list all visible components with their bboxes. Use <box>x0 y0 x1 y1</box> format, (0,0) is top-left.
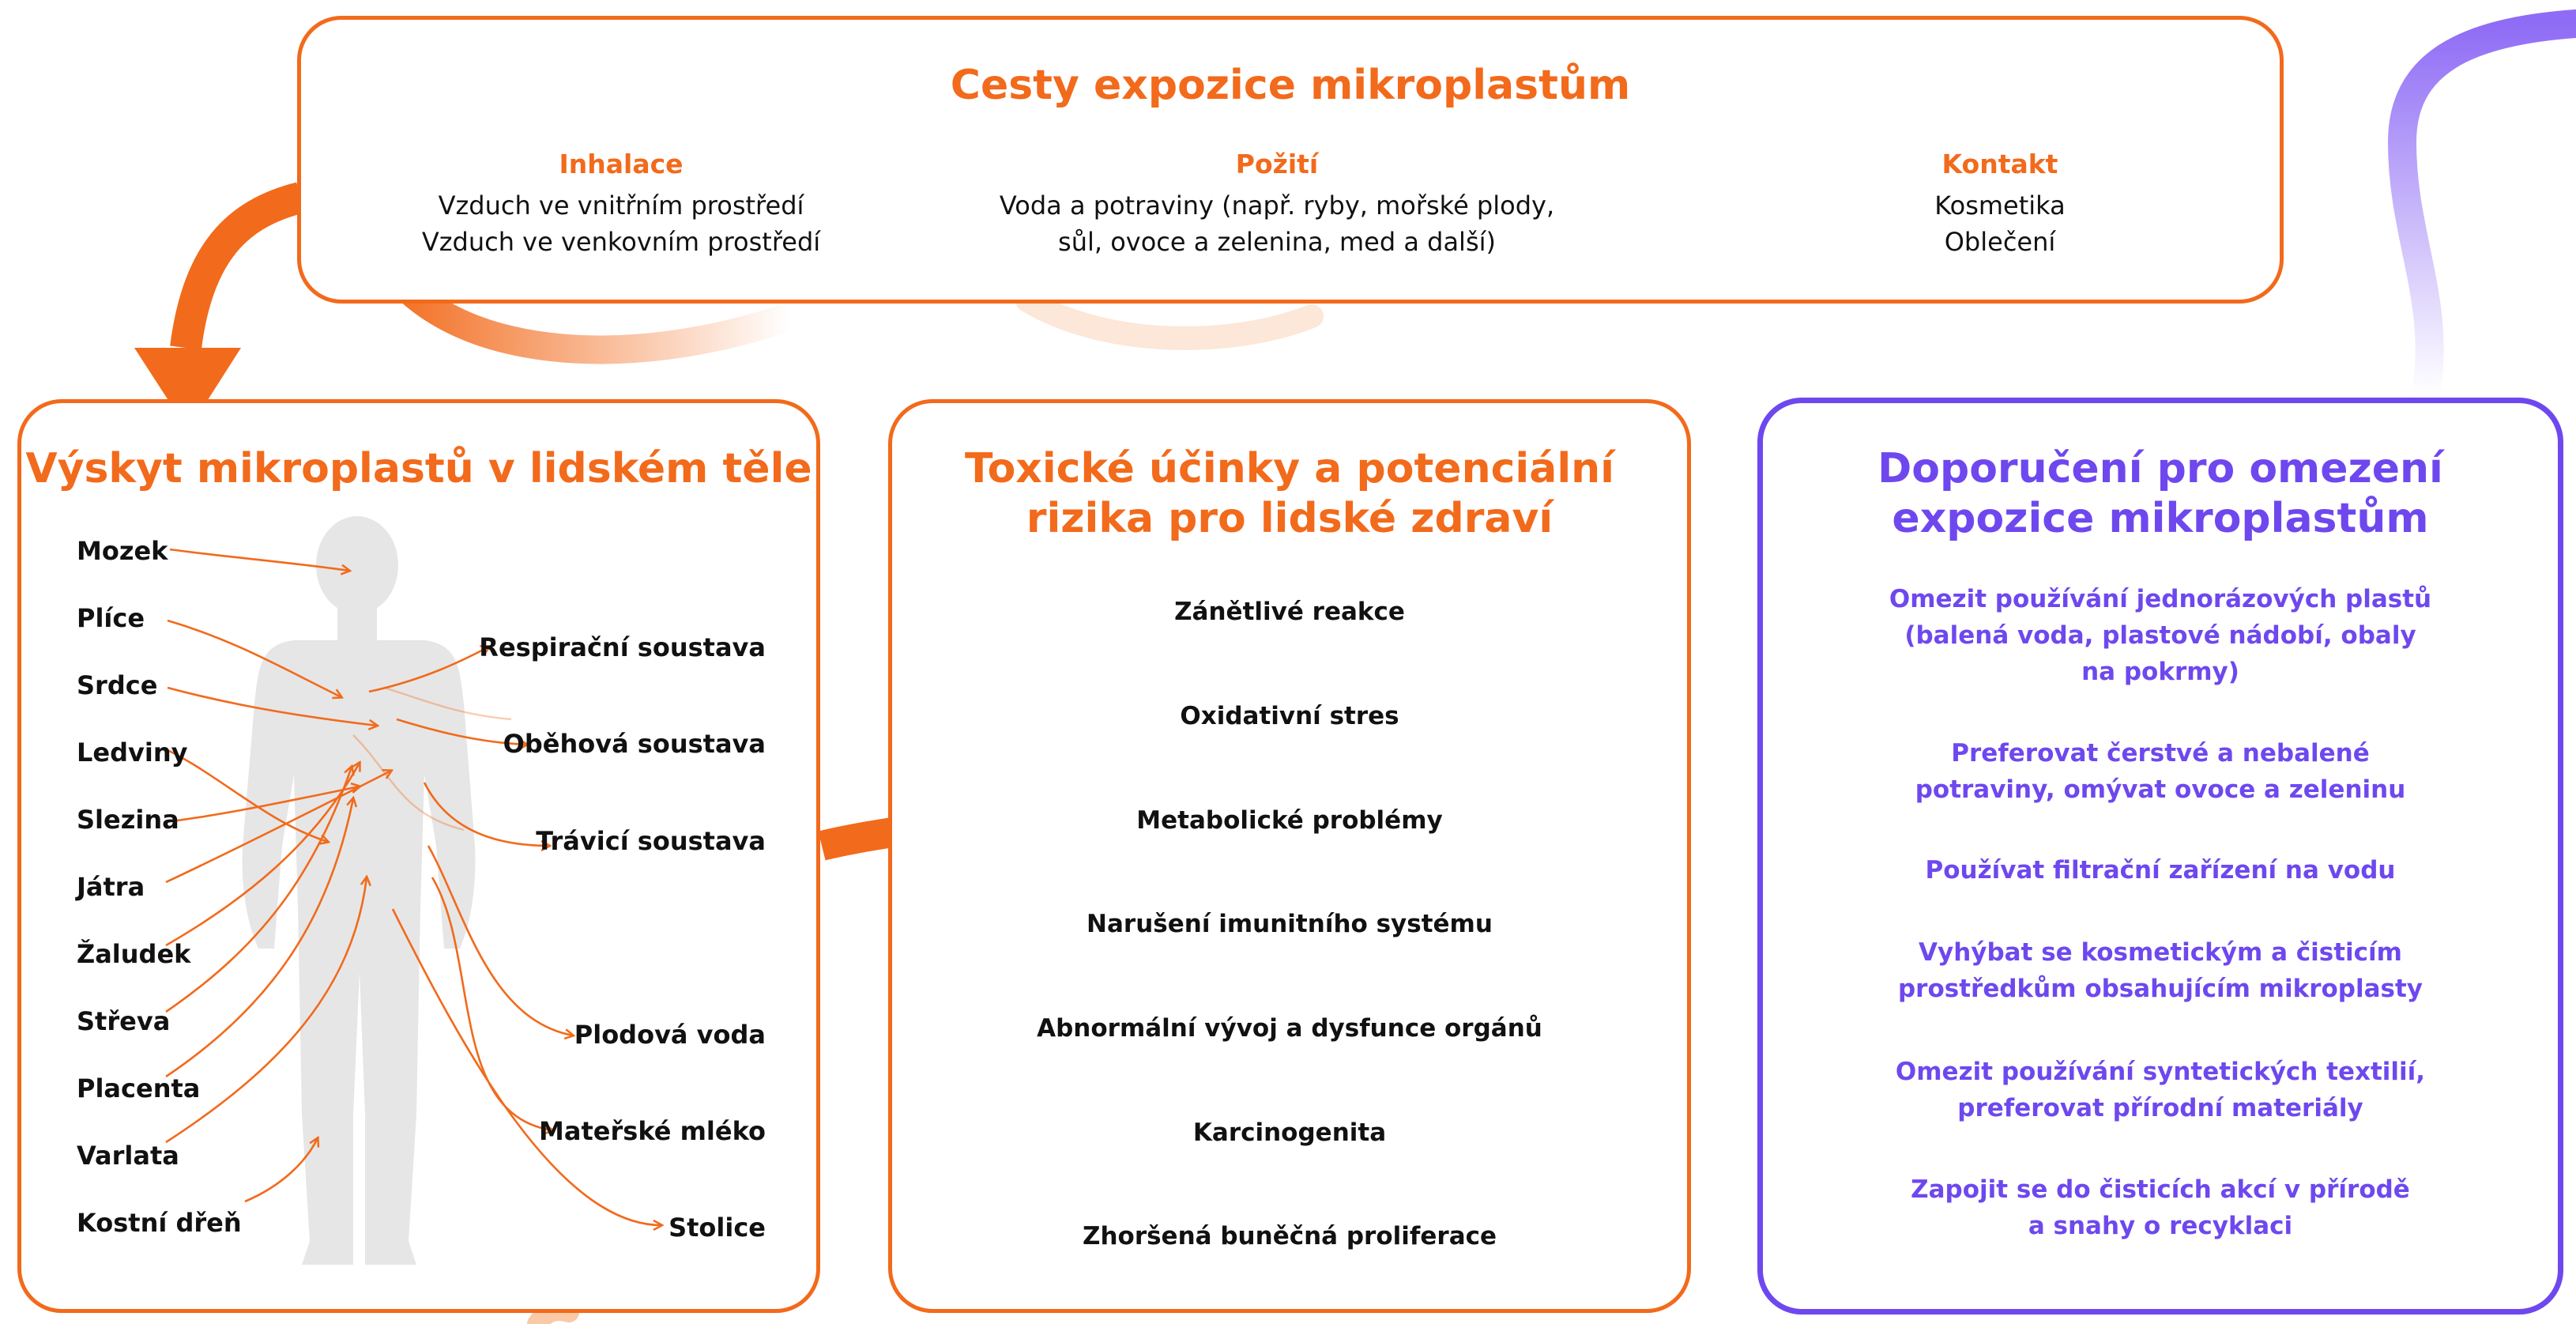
route-line: Vzduch ve venkovním prostředí <box>421 227 821 257</box>
recommendations-panel: Doporučení pro omezení expozice mikropla… <box>1757 398 2563 1315</box>
effect-item: Karcinogenita <box>1192 1118 1387 1147</box>
organ-arrows <box>165 548 391 1203</box>
effect-item: Oxidativní stres <box>1180 702 1399 730</box>
organ-label: Placenta <box>77 1073 201 1103</box>
organ-label: Plíce <box>77 603 145 633</box>
recommendation-line: preferovat přírodní materiály <box>1957 1094 2363 1122</box>
system-label: Oběhová soustava <box>503 729 766 759</box>
recommendation-item: Omezit používání jednorázových plastů (b… <box>1795 581 2526 690</box>
effect-item: Zhoršená buněčná proliferace <box>1082 1222 1497 1250</box>
recommendation-line: potraviny, omývat ovoce a zeleninu <box>1915 775 2406 804</box>
effects-panel: Toxické účinky a potenciální rizika pro … <box>888 399 1691 1313</box>
organ-label: Srdce <box>77 670 158 700</box>
organ-label: Kostní dřeň <box>77 1208 242 1238</box>
effect-item: Zánětlivé reakce <box>1174 598 1405 626</box>
recommendation-line: Vyhýbat se kosmetickým a čisticím <box>1919 938 2402 967</box>
organ-label: Játra <box>77 872 145 902</box>
route-line: Vzduch ve vnitřním prostředí <box>438 190 804 221</box>
recommendation-line: Preferovat čerstvé a nebalené <box>1951 739 2370 768</box>
recommendation-line: (balená voda, plastové nádobí, obaly <box>1904 621 2416 650</box>
recommendation-item: Zapojit se do čisticích akcí v přírodě a… <box>1795 1171 2526 1244</box>
route-line: Kosmetika <box>1934 190 2066 221</box>
organ-label: Mozek <box>77 536 168 566</box>
occurrence-panel: Výskyt mikroplastů v lidském těle Mozek … <box>17 399 820 1313</box>
system-label: Mateřské mléko <box>539 1116 766 1146</box>
exposure-title: Cesty expozice mikroplastům <box>950 62 1631 109</box>
recommendation-line: Omezit používání syntetických textilií, <box>1895 1058 2426 1086</box>
route-line: Voda a potraviny (např. ryby, mořské plo… <box>999 190 1555 221</box>
effect-item: Abnormální vývoj a dysfunce orgánů <box>1037 1014 1542 1043</box>
connector-top-to-left-head <box>134 348 241 431</box>
recommendation-line: a snahy o recyklaci <box>2028 1212 2293 1240</box>
system-label: Plodová voda <box>574 1020 766 1050</box>
organ-label: Varlata <box>77 1141 179 1171</box>
recommendations-title-line: Doporučení pro omezení <box>1877 445 2443 492</box>
organ-label: Slezina <box>77 805 179 835</box>
faint-arrows <box>352 686 512 832</box>
recommendation-line: prostředkům obsahujícím mikroplasty <box>1897 975 2423 1003</box>
recommendation-item: Omezit používání syntetických textilií, … <box>1795 1054 2526 1126</box>
recommendation-line: Zapojit se do čisticích akcí v přírodě <box>1911 1175 2410 1204</box>
recommendation-item: Používat filtrační zařízení na vodu <box>1795 852 2526 888</box>
route-ingestion: Požití Voda a potraviny (např. ryby, moř… <box>965 146 1589 260</box>
route-heading: Požití <box>1235 149 1319 179</box>
human-silhouette <box>242 516 476 1265</box>
occurrence-title: Výskyt mikroplastů v lidském těle <box>25 445 812 492</box>
organ-label: Ledviny <box>77 737 188 768</box>
purple-ribbon <box>2387 9 2576 409</box>
route-contact: Kontakt Kosmetika Oblečení <box>1802 146 2198 260</box>
recommendation-line: Omezit používání jednorázových plastů <box>1889 585 2432 613</box>
route-heading: Inhalace <box>559 149 684 179</box>
system-label: Stolice <box>668 1213 766 1243</box>
recommendations-title: Doporučení pro omezení expozice mikropla… <box>1763 444 2558 545</box>
organ-label: Střeva <box>77 1006 171 1036</box>
effect-item: Metabolické problémy <box>1136 806 1443 835</box>
system-label: Respirační soustava <box>479 632 766 662</box>
route-line: Oblečení <box>1944 227 2056 257</box>
effect-item: Narušení imunitního systému <box>1087 910 1493 938</box>
system-label: Trávicí soustava <box>536 826 766 856</box>
organ-label: Žaludek <box>77 939 191 969</box>
recommendation-line: na pokrmy) <box>2081 658 2239 686</box>
route-line: sůl, ovoce a zelenina, med a další) <box>1058 227 1496 257</box>
route-inhalation: Inhalace Vzduch ve vnitřním prostředí Vz… <box>348 146 894 260</box>
effects-title: Toxické účinky a potenciální rizika pro … <box>892 444 1687 545</box>
recommendations-title-line: expozice mikroplastům <box>1892 495 2429 543</box>
recommendation-item: Vyhýbat se kosmetickým a čisticím prostř… <box>1795 934 2526 1007</box>
connector-top-to-left <box>170 182 305 350</box>
effects-title-line: Toxické účinky a potenciální <box>965 445 1614 492</box>
effects-title-line: rizika pro lidské zdraví <box>1026 495 1554 543</box>
exposure-routes-panel: Cesty expozice mikroplastům Inhalace Vzd… <box>297 16 2284 304</box>
recommendation-item: Preferovat čerstvé a nebalené potraviny,… <box>1795 735 2526 808</box>
route-heading: Kontakt <box>1941 149 2058 179</box>
recommendation-line: Používat filtrační zařízení na vodu <box>1925 856 2396 885</box>
orange-ribbon-faint <box>1015 289 1324 350</box>
